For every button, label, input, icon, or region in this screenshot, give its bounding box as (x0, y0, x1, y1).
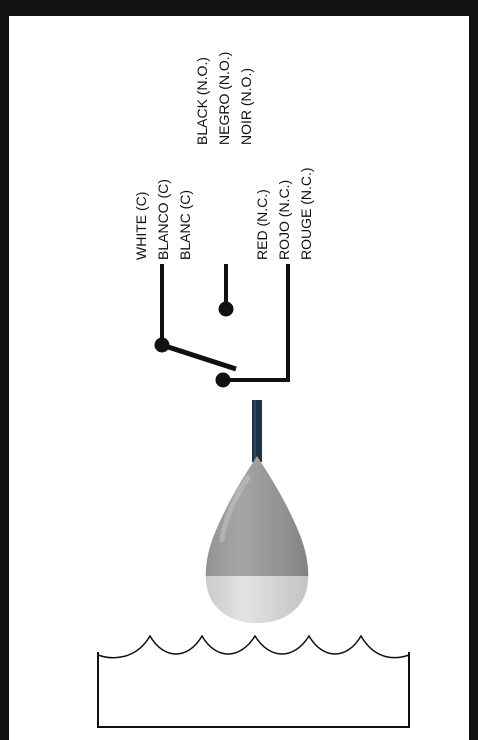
float-cable (252, 400, 262, 462)
switch-symbol (154, 264, 290, 388)
label-group-normally-closed: RED (N.C.) ROJO (N.C.) ROUGE (N.C.) (254, 167, 314, 260)
label-negro-no: NEGRO (N.O.) (216, 52, 232, 145)
label-noir-no: NOIR (N.O.) (238, 68, 254, 145)
left-border (0, 0, 9, 740)
label-group-normally-open: BLACK (N.O.) NEGRO (N.O.) NOIR (N.O.) (194, 52, 254, 145)
right-border (469, 0, 478, 740)
float-body (205, 456, 309, 623)
normally-open-terminal-dot (218, 301, 234, 317)
label-white-c: WHITE (C) (133, 192, 149, 260)
label-rojo-nc: ROJO (N.C.) (276, 180, 292, 260)
top-border (0, 0, 478, 16)
label-red-nc: RED (N.C.) (254, 189, 270, 260)
common-terminal-dot (154, 337, 170, 353)
float-upper (205, 456, 309, 577)
liquid-tank (97, 634, 410, 728)
label-rouge-nc: ROUGE (N.C.) (298, 167, 314, 260)
switch-arm (161, 342, 237, 372)
water-waves (97, 634, 410, 659)
float-lower (205, 576, 309, 623)
label-black-no: BLACK (N.O.) (194, 57, 210, 145)
normally-closed-terminal-dot (215, 372, 231, 388)
float-switch (205, 400, 309, 623)
label-group-common: WHITE (C) BLANCO (C) BLANC (C) (133, 179, 193, 260)
tank-outline (97, 652, 410, 728)
label-blanc-c: BLANC (C) (177, 190, 193, 260)
label-blanco-c: BLANCO (C) (155, 179, 171, 260)
normally-closed-wire (226, 264, 290, 382)
